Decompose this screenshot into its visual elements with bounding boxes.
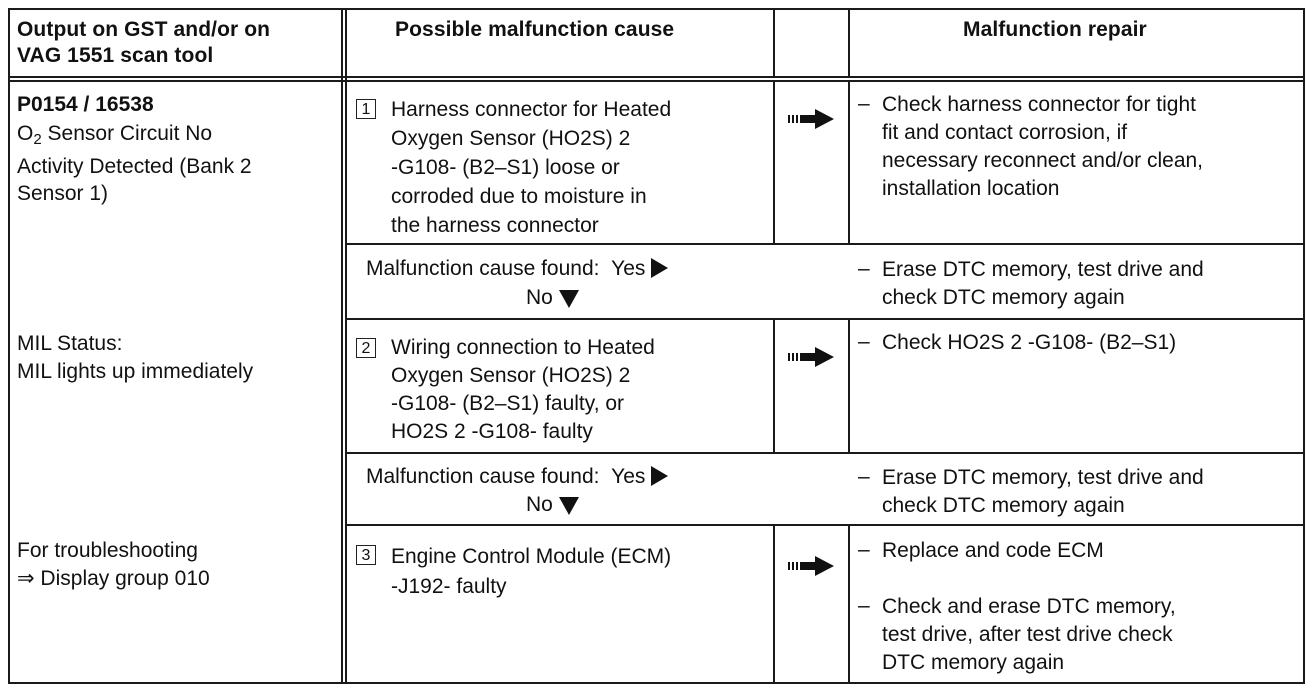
dtc-code: P0154 / 16538 (17, 93, 154, 116)
repair-bullet-1: – (858, 92, 870, 115)
cause-text-1: Harness connector for Heated Oxygen Sens… (391, 98, 672, 237)
dtc-desc-prefix: O (17, 122, 34, 145)
cause-text-2: Wiring connection to Heated Oxygen Senso… (391, 336, 655, 443)
troubleshooting-ref: For troubleshooting ⇒ Display group 010 (17, 539, 210, 590)
repair-text-1: Check harness connector for tight fit an… (882, 93, 1204, 200)
row-line-2 (345, 318, 1305, 320)
cause-divider-r3 (773, 525, 775, 683)
row-line-1 (345, 243, 1305, 245)
right-arrow-icon (788, 347, 834, 367)
header-divider (8, 76, 1305, 78)
found-line-2: Malfunction cause found: Yes (366, 464, 669, 489)
found-label-2: Malfunction cause found: (366, 465, 600, 488)
triangle-right-icon (651, 258, 669, 278)
right-arrow-icon (788, 109, 834, 129)
cause-text-3: Engine Control Module (ECM) -J192- fault… (391, 545, 672, 598)
col-divider-3 (848, 8, 850, 78)
repair-text-3b: Check and erase DTC memory, test drive, … (882, 595, 1176, 674)
found-no-1: No (526, 286, 553, 309)
col-divider-1b (345, 8, 347, 684)
found-repair-bullet-2: – (858, 465, 870, 488)
found-label-1: Malfunction cause found: (366, 257, 600, 280)
table-border-left (8, 8, 10, 684)
found-repair-text-1: Erase DTC memory, test drive and check D… (882, 258, 1204, 309)
found-repair-bullet-1: – (858, 257, 870, 280)
found-no-line-2: No (526, 492, 579, 517)
row-line-3 (345, 452, 1305, 454)
right-arrow-icon (788, 556, 834, 576)
repair-bullet-3a: – (858, 538, 870, 561)
repair-bullet-3b: – (858, 594, 870, 617)
mil-status: MIL Status: MIL lights up immediately (17, 332, 254, 383)
found-line-1: Malfunction cause found: Yes (366, 256, 669, 281)
header-output: Output on GST and/or on VAG 1551 scan to… (17, 18, 271, 67)
header-repair: Malfunction repair (963, 18, 1147, 41)
repair-text-3a: Replace and code ECM (882, 539, 1104, 562)
repair-divider-r2 (848, 318, 850, 453)
repair-bullet-2: – (858, 330, 870, 353)
step-number-2: 2 (356, 338, 376, 358)
found-yes-1: Yes (611, 257, 646, 280)
found-yes-2: Yes (611, 465, 646, 488)
triangle-right-icon (651, 466, 669, 486)
repair-divider-r3 (848, 525, 850, 683)
col-divider-2 (773, 8, 775, 78)
triangle-down-icon (558, 290, 579, 308)
header-divider-2 (8, 80, 1305, 82)
triangle-down-icon (558, 497, 579, 515)
dtc-desc-rest: Sensor Circuit No Activity Detected (Ban… (17, 122, 252, 205)
step-number-3: 3 (356, 545, 376, 565)
found-no-2: No (526, 493, 553, 516)
table-border-top (8, 8, 1305, 10)
col-divider-1 (341, 8, 343, 684)
header-cause: Possible malfunction cause (395, 18, 675, 41)
found-no-line-1: No (526, 285, 579, 310)
dtc-description: O2 Sensor Circuit No Activity Detected (… (17, 120, 337, 207)
row-line-4 (345, 524, 1305, 526)
dtc-desc-sub: 2 (33, 131, 42, 148)
repair-text-2: Check HO2S 2 -G108- (B2–S1) (882, 331, 1177, 354)
repair-divider-r1 (848, 80, 850, 244)
cause-divider-r1 (773, 80, 775, 244)
table-border-right (1303, 8, 1305, 684)
cause-divider-r2 (773, 318, 775, 453)
found-repair-text-2: Erase DTC memory, test drive and check D… (882, 466, 1204, 517)
table-border-bottom (8, 682, 1305, 684)
step-number-1: 1 (356, 99, 376, 119)
